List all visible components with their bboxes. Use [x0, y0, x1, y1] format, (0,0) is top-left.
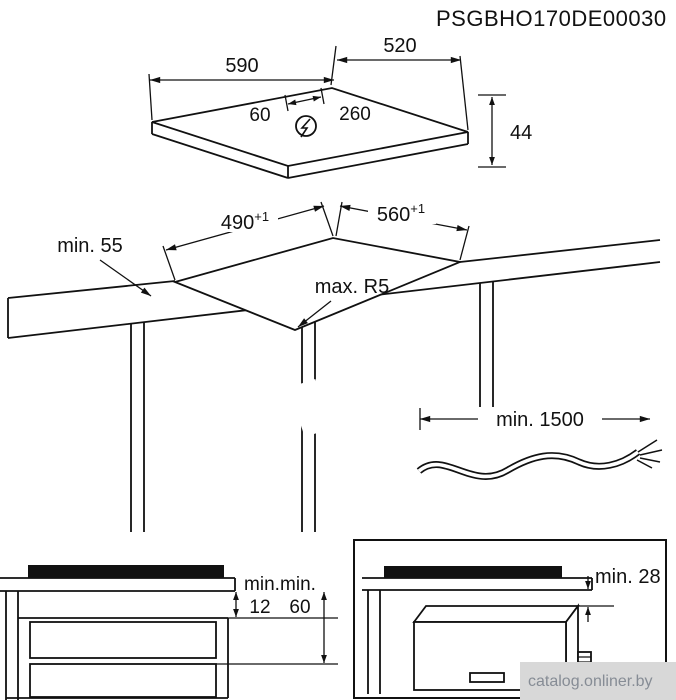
wire-strands — [636, 439, 663, 469]
detail-box-border — [353, 539, 667, 699]
hob-width-value: 590 — [225, 55, 258, 77]
oven-handle — [469, 672, 505, 683]
lightning-icon — [300, 118, 311, 138]
label-backing — [368, 204, 436, 224]
drawer-front-bottom — [29, 663, 217, 698]
hob-height-value: 44 — [510, 122, 532, 144]
power-cable-view: min. 1500 — [416, 407, 663, 480]
power-connection-point — [295, 115, 317, 138]
hob-depth-value: 520 — [383, 35, 416, 57]
oven-gap-value: min. 28 — [595, 566, 661, 588]
power-cable-drawing — [416, 439, 663, 480]
cutout-width-dimension: 490+1 — [162, 201, 334, 281]
width-dimension: 590 — [148, 45, 337, 121]
cable-offset-right-value: 260 — [339, 104, 371, 125]
image-smudge — [288, 378, 332, 438]
drawer-clearance-view: min. 12 min. 60 — [0, 565, 338, 700]
cable-position-dimension: 60 260 — [249, 87, 371, 138]
watermark-background — [520, 662, 676, 700]
hob-isometric-view: 590 520 60 260 44 — [148, 35, 532, 179]
wall-clearance-value: min. 55 — [57, 235, 123, 257]
gap2-min-label: min. — [280, 574, 316, 595]
drawer-front-top — [29, 621, 217, 659]
cable-offset-left-value: 60 — [249, 105, 270, 126]
label-backing — [478, 407, 602, 431]
cutout-width-value: 490+1 — [221, 209, 269, 234]
hob-thickness-edges — [151, 122, 469, 179]
cutout-depth-value: 560+1 — [377, 201, 425, 226]
cable-length-value: min. 1500 — [496, 409, 584, 431]
cabinet-left-panel — [5, 591, 19, 700]
cutout-opening — [172, 237, 464, 331]
cabinet-left-panel — [367, 590, 381, 694]
model-number: PSGBHO170DE00030 — [436, 6, 667, 31]
corner-radius-dimension: max. R5 — [297, 276, 389, 328]
depth-dimension: 520 — [336, 35, 469, 131]
gap2-value: 60 — [289, 597, 310, 618]
worktop-cutout-view: 490+1 560+1 min. 55 max. R5 — [7, 201, 661, 532]
gap1-value: 12 — [249, 597, 270, 618]
height-dimension: 44 — [478, 94, 532, 168]
watermark-text: catalog.onliner.by — [528, 673, 653, 690]
label-backing — [212, 212, 278, 232]
hob-side-profile — [384, 566, 562, 578]
hob-side-profile — [28, 565, 224, 578]
cutout-depth-dimension: 560+1 — [335, 201, 470, 261]
gap1-min-label: min. — [244, 574, 280, 595]
worktop-edges — [7, 239, 661, 339]
watermark: catalog.onliner.by — [520, 662, 676, 700]
corner-radius-value: max. R5 — [315, 276, 389, 298]
drawer-unit-frame — [6, 617, 229, 699]
wall-clearance-dimension: min. 55 — [57, 235, 152, 297]
power-circle — [295, 115, 317, 137]
